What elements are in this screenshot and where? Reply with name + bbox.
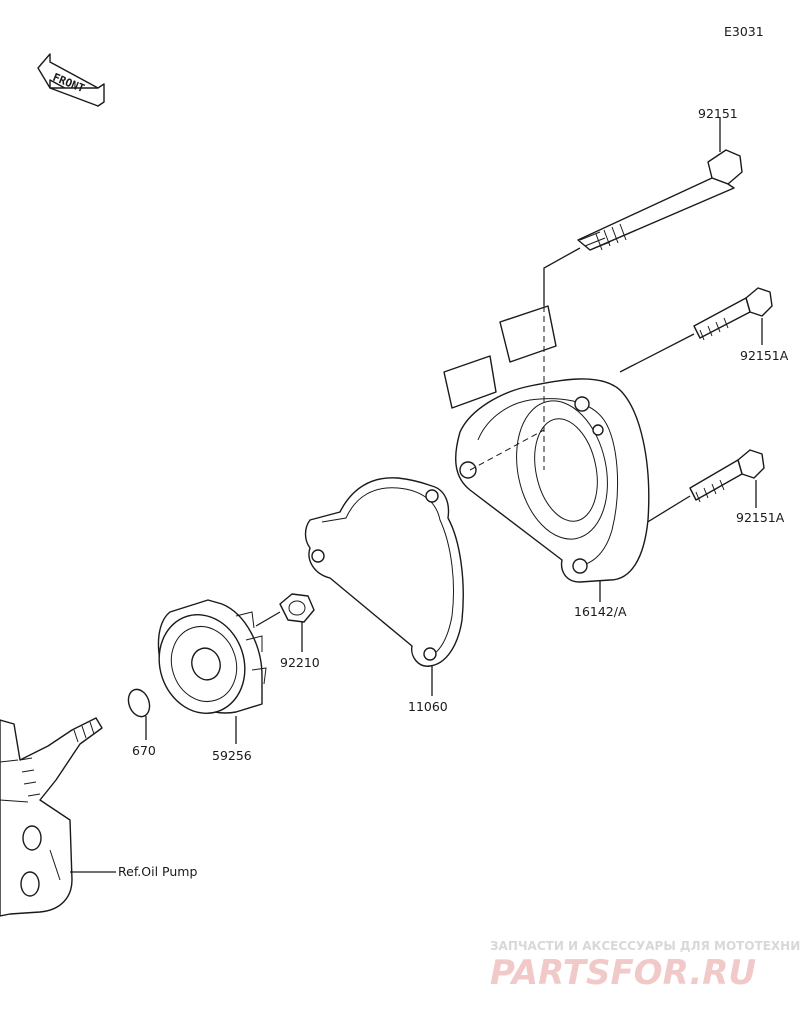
- long-bolt-92151[interactable]: [577, 149, 743, 251]
- label-670: 670: [132, 743, 156, 758]
- watermark-subtitle: ЗАПЧАСТИ И АКСЕССУАРЫ ДЛЯ МОТОТЕХНИКИ: [490, 939, 800, 953]
- label-ref-oil-pump: Ref.Oil Pump: [118, 864, 197, 879]
- label-92151: 92151: [698, 106, 738, 121]
- diagram-code: E3031: [724, 24, 764, 39]
- label-16142a: 16142/A: [574, 604, 627, 619]
- label-92210: 92210: [280, 655, 320, 670]
- nut-92210[interactable]: [279, 593, 315, 623]
- label-11060: 11060: [408, 699, 448, 714]
- label-59256: 59256: [212, 748, 252, 763]
- pump-cover-16142[interactable]: [443, 305, 650, 583]
- label-92151a-lower: 92151A: [736, 510, 785, 525]
- front-arrow-icon: FRONT: [37, 53, 105, 107]
- bolt-92151a-upper[interactable]: [693, 287, 773, 341]
- bolt-92151a-lower[interactable]: [689, 449, 765, 503]
- label-92151a-upper: 92151A: [740, 348, 789, 363]
- gasket-11060[interactable]: [304, 477, 464, 667]
- oring-670[interactable]: [125, 686, 153, 719]
- impeller-59256[interactable]: [147, 599, 267, 725]
- oil-pump-reference: [0, 717, 103, 917]
- watermark-brand: PARTSFOR.RU: [490, 953, 756, 993]
